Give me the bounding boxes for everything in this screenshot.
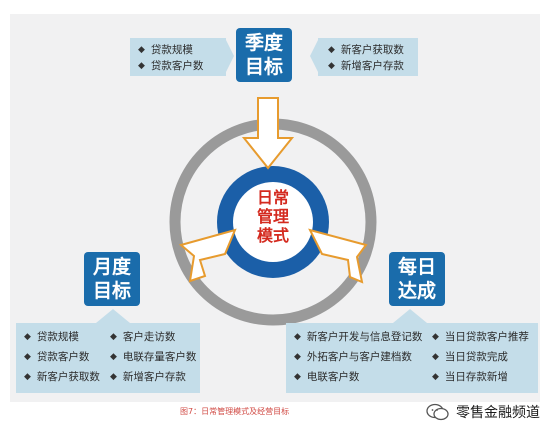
month-col1-item-2-text: 贷款客户数 (36, 351, 90, 363)
bullet-icon: ◆ (110, 351, 117, 362)
month-goal-line-1: 月度 (92, 256, 131, 278)
quarter-left-item-2-text: 贷款客户数 (150, 60, 204, 72)
quarter-left-item-1-text: 贷款规模 (150, 44, 193, 56)
month-goal-line-2: 目标 (92, 280, 131, 302)
quarter-right-item-2: ◆ 新增客户存款 (328, 58, 404, 73)
daily-col2-item-2-text: 当日贷款完成 (444, 351, 508, 363)
month-goal-box: 月度 目标 (84, 252, 140, 306)
bullet-icon: ◆ (24, 351, 31, 362)
daily-goal-line-1: 每日 (397, 256, 436, 278)
daily-col2-item-1: ◆ 当日贷款客户推荐 (432, 329, 529, 344)
center-line-3: 模式 (256, 226, 289, 245)
daily-goal-line-2: 达成 (397, 280, 436, 302)
bullet-icon: ◆ (294, 351, 301, 362)
bullet-icon: ◆ (294, 331, 301, 342)
month-col2-item-3-text: 新增客户存款 (122, 371, 186, 383)
month-col2-item-3: ◆ 新增客户存款 (110, 369, 186, 384)
watermark: 零售金融频道 (426, 402, 540, 422)
daily-col1-item-2-text: 外拓客户与客户建档数 (306, 351, 412, 363)
daily-col2-item-2: ◆ 当日贷款完成 (432, 349, 508, 364)
quarter-left-item-2: ◆ 贷款客户数 (138, 58, 203, 73)
month-col1-item-3-text: 新客户获取数 (36, 371, 100, 383)
daily-col1-item-3-text: 电联客户数 (306, 371, 360, 383)
month-col1-item-1: ◆ 贷款规模 (24, 329, 79, 344)
month-col2-item-1: ◆ 客户走访数 (110, 329, 175, 344)
quarter-goal-box: 季度 目标 (236, 28, 292, 82)
quarter-right-item-2-text: 新增客户存款 (340, 60, 404, 72)
bullet-icon: ◆ (432, 331, 439, 342)
bullet-icon: ◆ (328, 44, 335, 55)
month-col2-item-2-text: 电联存量客户数 (122, 351, 197, 363)
bullet-icon: ◆ (138, 60, 145, 71)
quarter-left-info: ◆ 贷款规模 ◆ 贷款客户数 (130, 38, 226, 76)
month-col2-item-1-text: 客户走访数 (122, 331, 176, 343)
watermark-text: 零售金融频道 (456, 405, 540, 421)
quarter-goal-line-1: 季度 (244, 32, 283, 54)
bullet-icon: ◆ (328, 60, 335, 71)
bullet-icon: ◆ (24, 371, 31, 382)
quarter-right-info: ◆ 新客户获取数 ◆ 新增客户存款 (318, 38, 418, 76)
quarter-right-item-1-text: 新客户获取数 (340, 44, 404, 56)
quarter-left-pointer (226, 40, 234, 72)
daily-col2-item-1-text: 当日贷款客户推荐 (444, 331, 529, 343)
daily-col2-item-3: ◆ 当日存款新增 (432, 369, 508, 384)
month-col1-item-2: ◆ 贷款客户数 (24, 349, 89, 364)
month-col2-item-2: ◆ 电联存量客户数 (110, 349, 196, 364)
quarter-left-item-1: ◆ 贷款规模 (138, 42, 193, 57)
daily-info: ◆ 新客户开发与信息登记数 ◆ 外拓客户与客户建档数 ◆ 电联客户数 ◆ 当日贷… (286, 323, 538, 393)
figure-caption: 图7：日常管理模式及经营目标 (180, 407, 290, 416)
center-label: 日常 管理 模式 (238, 188, 308, 245)
daily-pointer (393, 309, 427, 323)
center-line-2: 管理 (256, 207, 289, 226)
daily-col1-item-3: ◆ 电联客户数 (294, 369, 359, 384)
month-pointer (96, 309, 130, 323)
quarter-right-pointer (310, 40, 318, 72)
bullet-icon: ◆ (294, 371, 301, 382)
month-col1-item-1-text: 贷款规模 (36, 331, 79, 343)
daily-goal-box: 每日 达成 (389, 252, 445, 306)
month-col1-item-3: ◆ 新客户获取数 (24, 369, 100, 384)
daily-col2-item-3-text: 当日存款新增 (444, 371, 508, 383)
center-disc (233, 182, 313, 262)
daily-col1-item-1: ◆ 新客户开发与信息登记数 (294, 329, 422, 344)
arrow-from-month (178, 228, 237, 283)
wechat-icon (426, 403, 449, 421)
month-info: ◆ 贷款规模 ◆ 贷款客户数 ◆ 新客户获取数 ◆ 客户走访数 ◆ 电联存量客户… (16, 323, 200, 393)
arrow-from-daily (308, 228, 368, 284)
daily-col1-item-2: ◆ 外拓客户与客户建档数 (294, 349, 412, 364)
bullet-icon: ◆ (24, 331, 31, 342)
bullet-icon: ◆ (110, 331, 117, 342)
bullet-icon: ◆ (110, 371, 117, 382)
arrow-from-quarter (241, 97, 295, 170)
bullet-icon: ◆ (138, 44, 145, 55)
daily-col1-item-1-text: 新客户开发与信息登记数 (306, 331, 423, 343)
quarter-right-item-1: ◆ 新客户获取数 (328, 42, 404, 57)
bullet-icon: ◆ (432, 371, 439, 382)
bullet-icon: ◆ (432, 351, 439, 362)
quarter-goal-line-2: 目标 (244, 56, 283, 78)
center-line-1: 日常 (256, 188, 289, 207)
